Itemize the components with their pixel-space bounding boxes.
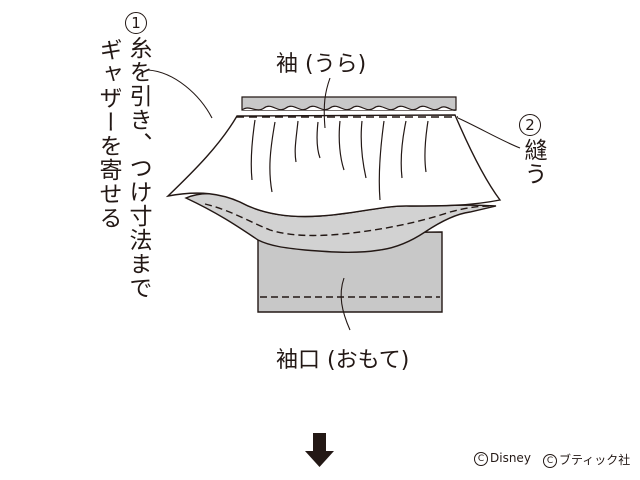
- gather-ruffle-edge: [241, 105, 457, 111]
- leader-lines: [147, 69, 521, 331]
- cuff-right-side-label: 袖口 (おもて): [276, 348, 410, 373]
- step2-number-badge: 2: [519, 114, 541, 136]
- copyright-symbol: C: [543, 453, 557, 468]
- seam-stitch-line: [204, 203, 491, 237]
- step1-instruction-line2: ギャザーを寄せる: [95, 38, 121, 230]
- copyright-symbol: C: [474, 451, 488, 466]
- sleeve-wrong-side-label: 袖 (うら): [276, 52, 367, 77]
- publisher-credit-text: ブティック社: [559, 453, 631, 467]
- gather-folds: [250, 119, 429, 201]
- arrow-down-icon: [305, 433, 334, 467]
- step1-number-badge: 1: [125, 12, 147, 34]
- step2-instruction: 縫う: [520, 138, 546, 186]
- step1-instruction-line1: 糸を引き、つけ寸法まで: [125, 36, 151, 300]
- sleeve-wrong-side: [165, 114, 502, 218]
- disney-credit-text: Disney: [490, 451, 531, 465]
